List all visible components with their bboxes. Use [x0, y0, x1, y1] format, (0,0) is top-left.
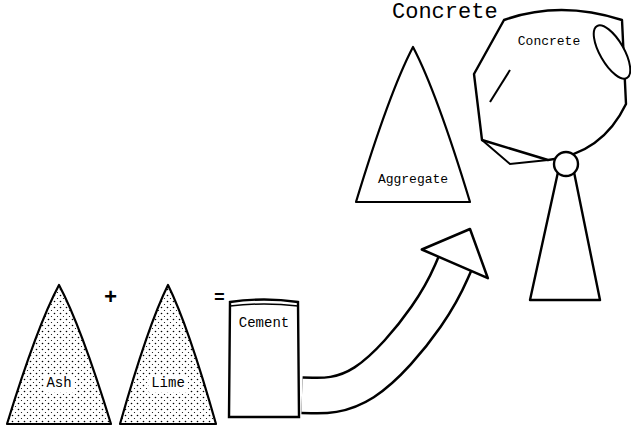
- flow-arrow: [302, 229, 488, 396]
- node-outline: [5, 282, 113, 426]
- material-name: Cement: [237, 315, 291, 332]
- text-block: Ash: [5, 282, 113, 392]
- pile-outline: [120, 285, 216, 424]
- text-block: Concrete: [470, 4, 628, 50]
- node-outline: [118, 282, 218, 426]
- arrow-outline: [302, 264, 455, 396]
- drum-mouth: [587, 20, 631, 84]
- mixer-hub: [554, 152, 578, 176]
- pile-outline: [356, 47, 470, 202]
- text-block: Cement: [226, 296, 302, 332]
- mixer-stand: [530, 172, 600, 300]
- bag-seam: [230, 304, 298, 306]
- concrete-mixer: Concrete: [470, 4, 628, 304]
- material-pile: Aggregate: [354, 44, 472, 204]
- operator-sign: =: [214, 288, 225, 308]
- diagram-title: Concrete: [392, 0, 498, 26]
- material-name: Lime: [149, 375, 187, 392]
- material-pile: Lime: [118, 282, 218, 426]
- arrow-body: [302, 264, 455, 396]
- drum-chute: [482, 140, 548, 164]
- material-name: Ash: [44, 375, 73, 392]
- bag-outline: [229, 300, 299, 418]
- material-name: Concrete: [516, 33, 582, 50]
- cement-bag: Cement: [226, 296, 302, 420]
- material-pile: Ash: [5, 282, 113, 426]
- drum-band: [490, 70, 510, 102]
- arrow-head: [422, 229, 488, 278]
- pile-outline: [7, 285, 111, 424]
- material-name: Aggregate: [376, 171, 450, 188]
- text-block: Lime: [118, 282, 218, 392]
- text-block: Aggregate: [354, 44, 472, 188]
- operator-sign: +: [104, 286, 117, 311]
